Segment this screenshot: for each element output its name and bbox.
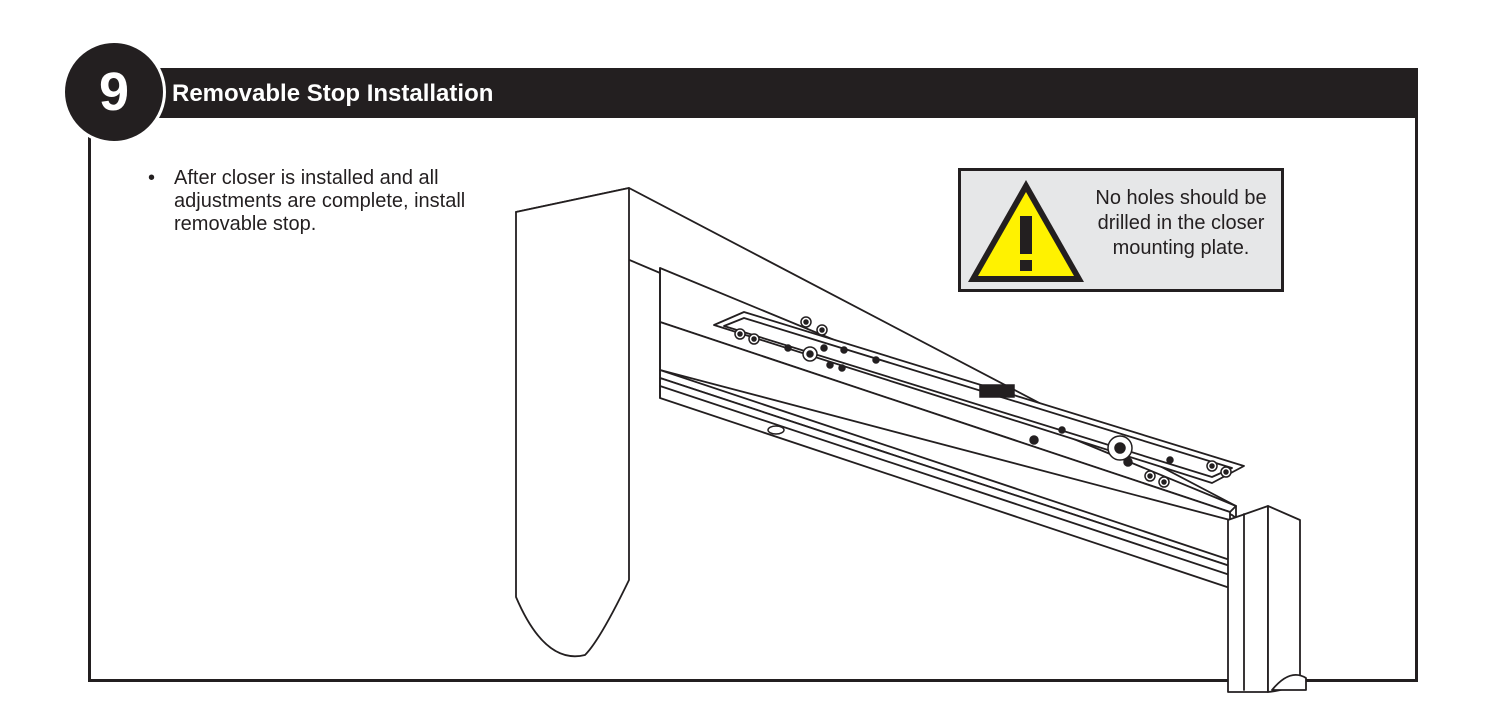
frame-right-face — [1267, 505, 1301, 693]
step-header-bar — [88, 68, 1418, 118]
step-title: Removable Stop Installation — [172, 80, 494, 107]
step-number-badge — [62, 40, 166, 144]
threshold-detail — [1271, 674, 1307, 691]
step-number: 9 — [98, 62, 130, 122]
stop-screw-hole — [767, 425, 785, 435]
stop-edge — [659, 385, 1237, 578]
plate-inner — [723, 317, 1233, 478]
bullet-marker: • — [148, 167, 156, 189]
plate-holes — [734, 316, 1232, 488]
frame-right-jamb — [1227, 505, 1269, 693]
frame-left-jamb — [515, 187, 630, 658]
warning-text: No holes should be drilled in the closer… — [1095, 187, 1267, 259]
warning-triangle-icon — [968, 180, 1084, 282]
instruction-text: After closer is installed and all adjust… — [174, 167, 466, 235]
